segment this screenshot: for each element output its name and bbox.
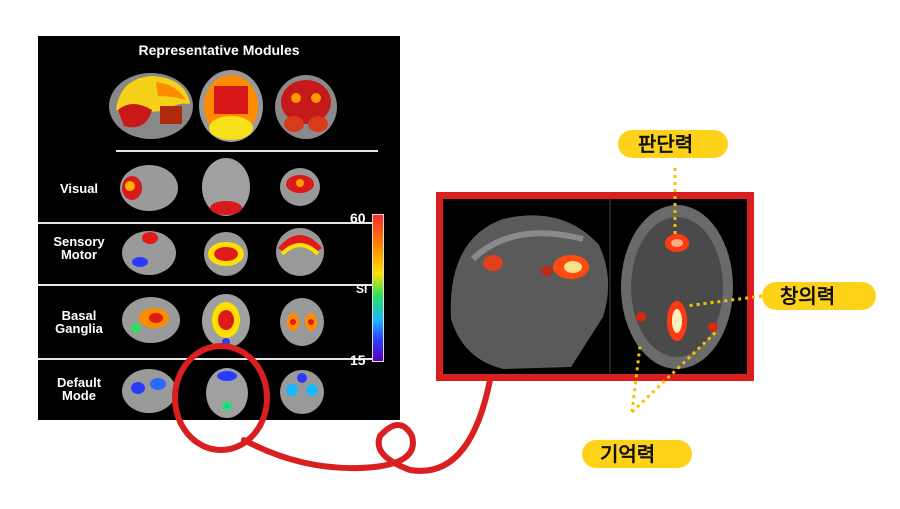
row-label-visual: Visual	[59, 181, 99, 196]
colorbar-label: SI	[356, 282, 368, 296]
tag-highlight	[582, 440, 692, 468]
brain-basal-sagittal	[122, 297, 180, 343]
row-label-default-mode: Default Mode	[56, 375, 102, 403]
separator	[38, 222, 378, 224]
row-label-basal-ganglia: Basal Ganglia	[55, 308, 103, 336]
separator	[38, 358, 378, 360]
tag-highlight	[618, 130, 728, 158]
colorbar	[372, 214, 384, 362]
brain-visual-axial	[202, 158, 250, 216]
brain-default-sagittal	[122, 369, 176, 413]
brain-sensory-axial	[204, 232, 248, 276]
brain-axial-composite	[199, 70, 263, 142]
tag-highlight	[762, 282, 876, 310]
zoomed-brain-frame	[436, 192, 754, 381]
tag-creativity: 창의력	[780, 284, 836, 308]
zoomed-brain-images	[443, 199, 747, 374]
brain-sensory-coronal	[276, 228, 324, 276]
brain-visual-coronal	[280, 168, 320, 206]
brain-visual-sagittal	[120, 165, 178, 211]
highlight-circle	[172, 343, 270, 453]
brain-default-coronal	[280, 370, 324, 414]
figure-title: Representative Modules	[138, 42, 300, 58]
tag-memory: 기억력	[600, 442, 656, 466]
brain-coronal-composite	[275, 75, 337, 139]
tag-judgment: 판단력	[638, 132, 694, 156]
brain-basal-coronal	[280, 298, 324, 346]
zoomed-brain-scans	[450, 199, 733, 374]
brain-basal-axial	[202, 294, 250, 348]
brain-sagittal-composite	[109, 73, 193, 139]
loop-line	[241, 377, 493, 474]
colorbar-min: 15	[350, 352, 366, 368]
row-label-sensory-motor: Sensory Motor	[53, 234, 105, 262]
brain-default-axial	[206, 368, 248, 418]
modules-figure: Representative Modules Visual	[38, 36, 400, 420]
colorbar-max: 60	[350, 210, 366, 226]
separator	[38, 284, 378, 286]
separator	[116, 150, 378, 152]
brain-sensory-sagittal	[122, 231, 176, 275]
